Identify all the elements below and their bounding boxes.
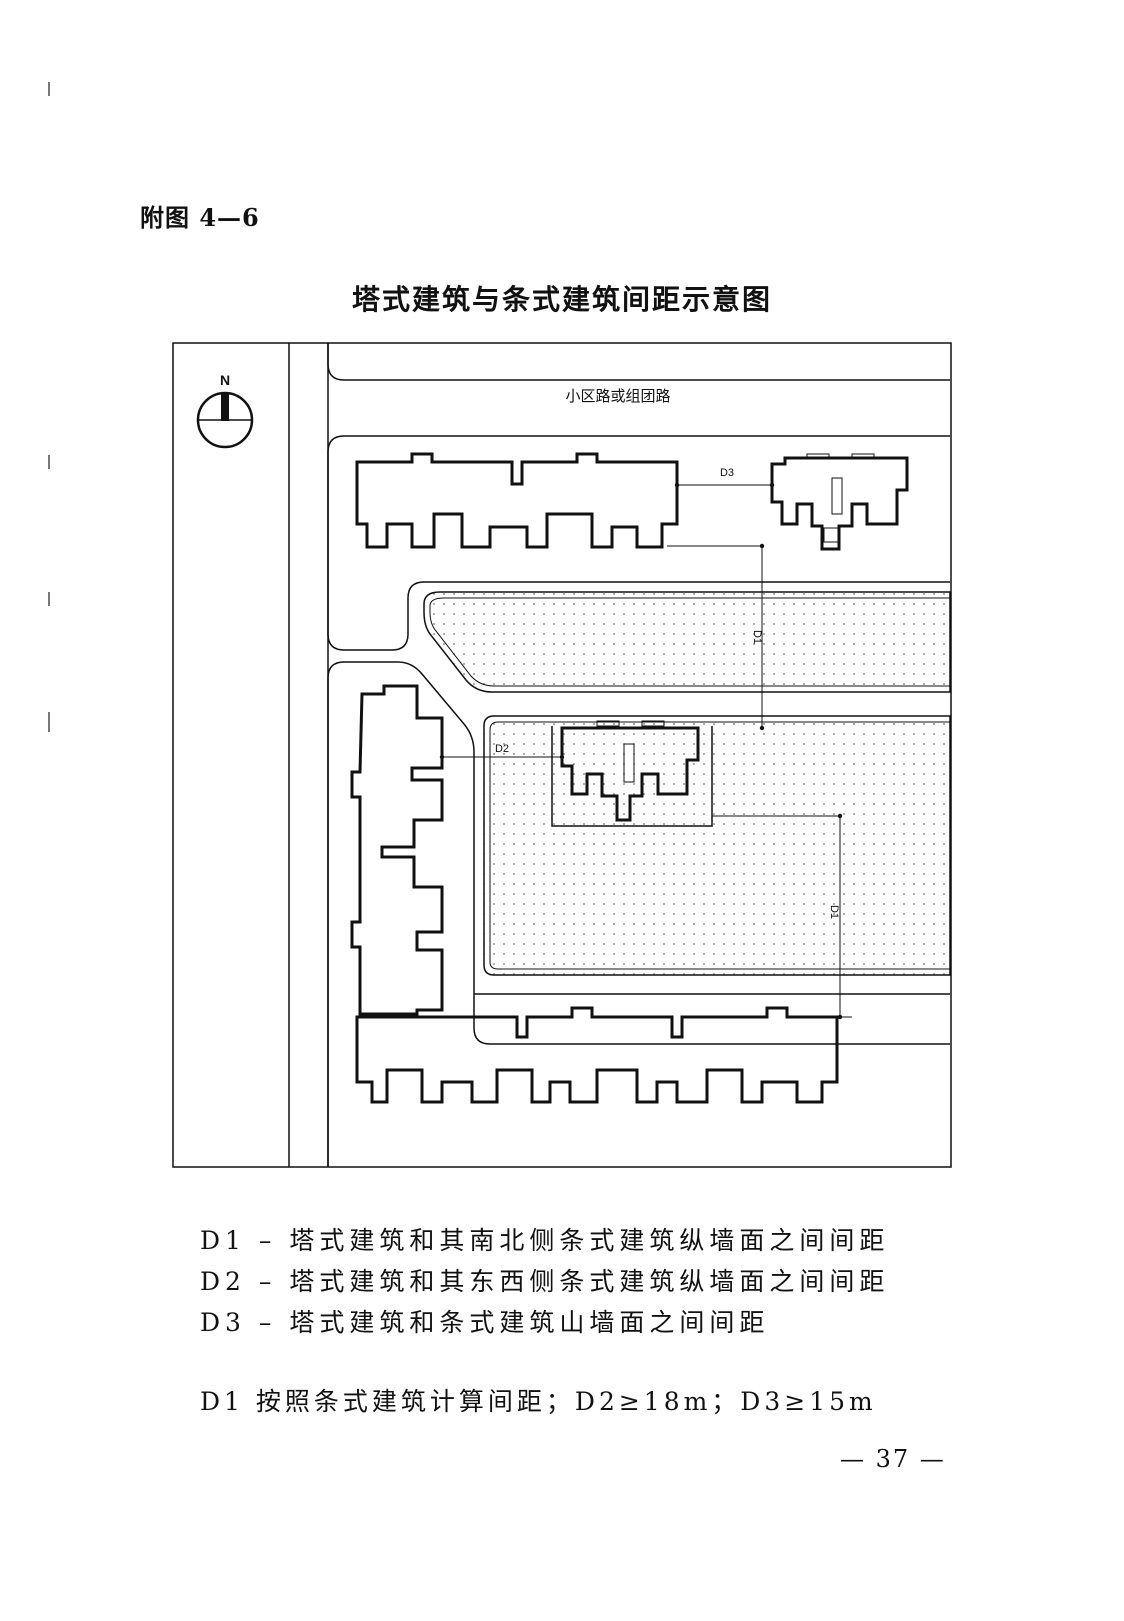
scan-mark	[48, 82, 50, 96]
tower-core	[623, 743, 635, 783]
tower-setback-outline	[551, 726, 713, 827]
figure-title: 塔式建筑与条式建筑间距示意图	[351, 283, 772, 316]
legend-item-d2: D2 – 塔式建筑和其东西侧条式建筑纵墙面之间间距	[200, 1267, 890, 1296]
legend: D1 – 塔式建筑和其南北侧条式建筑纵墙面之间间距 D2 – 塔式建筑和其东西侧…	[200, 1220, 889, 1343]
green-area	[423, 591, 951, 693]
scan-mark	[48, 712, 50, 732]
green-area-edge	[429, 597, 950, 687]
north-label: N	[220, 372, 230, 388]
page-number: — 37 —	[840, 1445, 946, 1473]
dimension-ticks	[439, 482, 843, 1020]
dimension-lines	[442, 484, 852, 1018]
scan-mark	[48, 592, 50, 606]
slab-building-left	[350, 684, 444, 1016]
diagram-frame	[172, 342, 952, 1168]
dimension-label-d2: D2	[495, 743, 509, 755]
dimension-label-d1-upper: D1	[751, 630, 763, 644]
legend-item-d1: D1 – 塔式建筑和其南北侧条式建筑纵墙面之间间距	[200, 1226, 890, 1255]
green-area	[483, 715, 951, 976]
road-label: 小区路或组团路	[565, 387, 670, 405]
slab-building-top	[355, 452, 679, 549]
road-edge	[327, 435, 950, 651]
tower-balcony	[851, 453, 875, 459]
scan-mark	[48, 455, 50, 469]
tower-balcony	[641, 720, 665, 727]
green-area-edge	[489, 721, 950, 970]
dimension-label-d3: D3	[720, 467, 734, 479]
road-edge	[327, 661, 950, 1167]
dimension-label-d1-lower: D1	[828, 905, 840, 919]
figure-label: 附图 4—6	[140, 203, 260, 232]
tower-building-center	[560, 726, 700, 822]
spacing-rule: D1 按照条式建筑计算间距；D2≥18m；D3≥15m	[200, 1387, 877, 1416]
site-plan-diagram: N 小区路或组团路 D3 D2 D1 D1	[172, 342, 952, 1168]
road-edge	[327, 343, 950, 381]
tower-balcony	[596, 720, 620, 727]
slab-building-bottom	[355, 1006, 839, 1104]
legend-item-d3: D3 – 塔式建筑和条式建筑山墙面之间间距	[200, 1308, 770, 1337]
tower-core	[823, 477, 843, 543]
tower-balcony	[806, 453, 830, 459]
north-arrow-icon	[196, 391, 254, 449]
tower-building-top-right	[770, 456, 909, 551]
